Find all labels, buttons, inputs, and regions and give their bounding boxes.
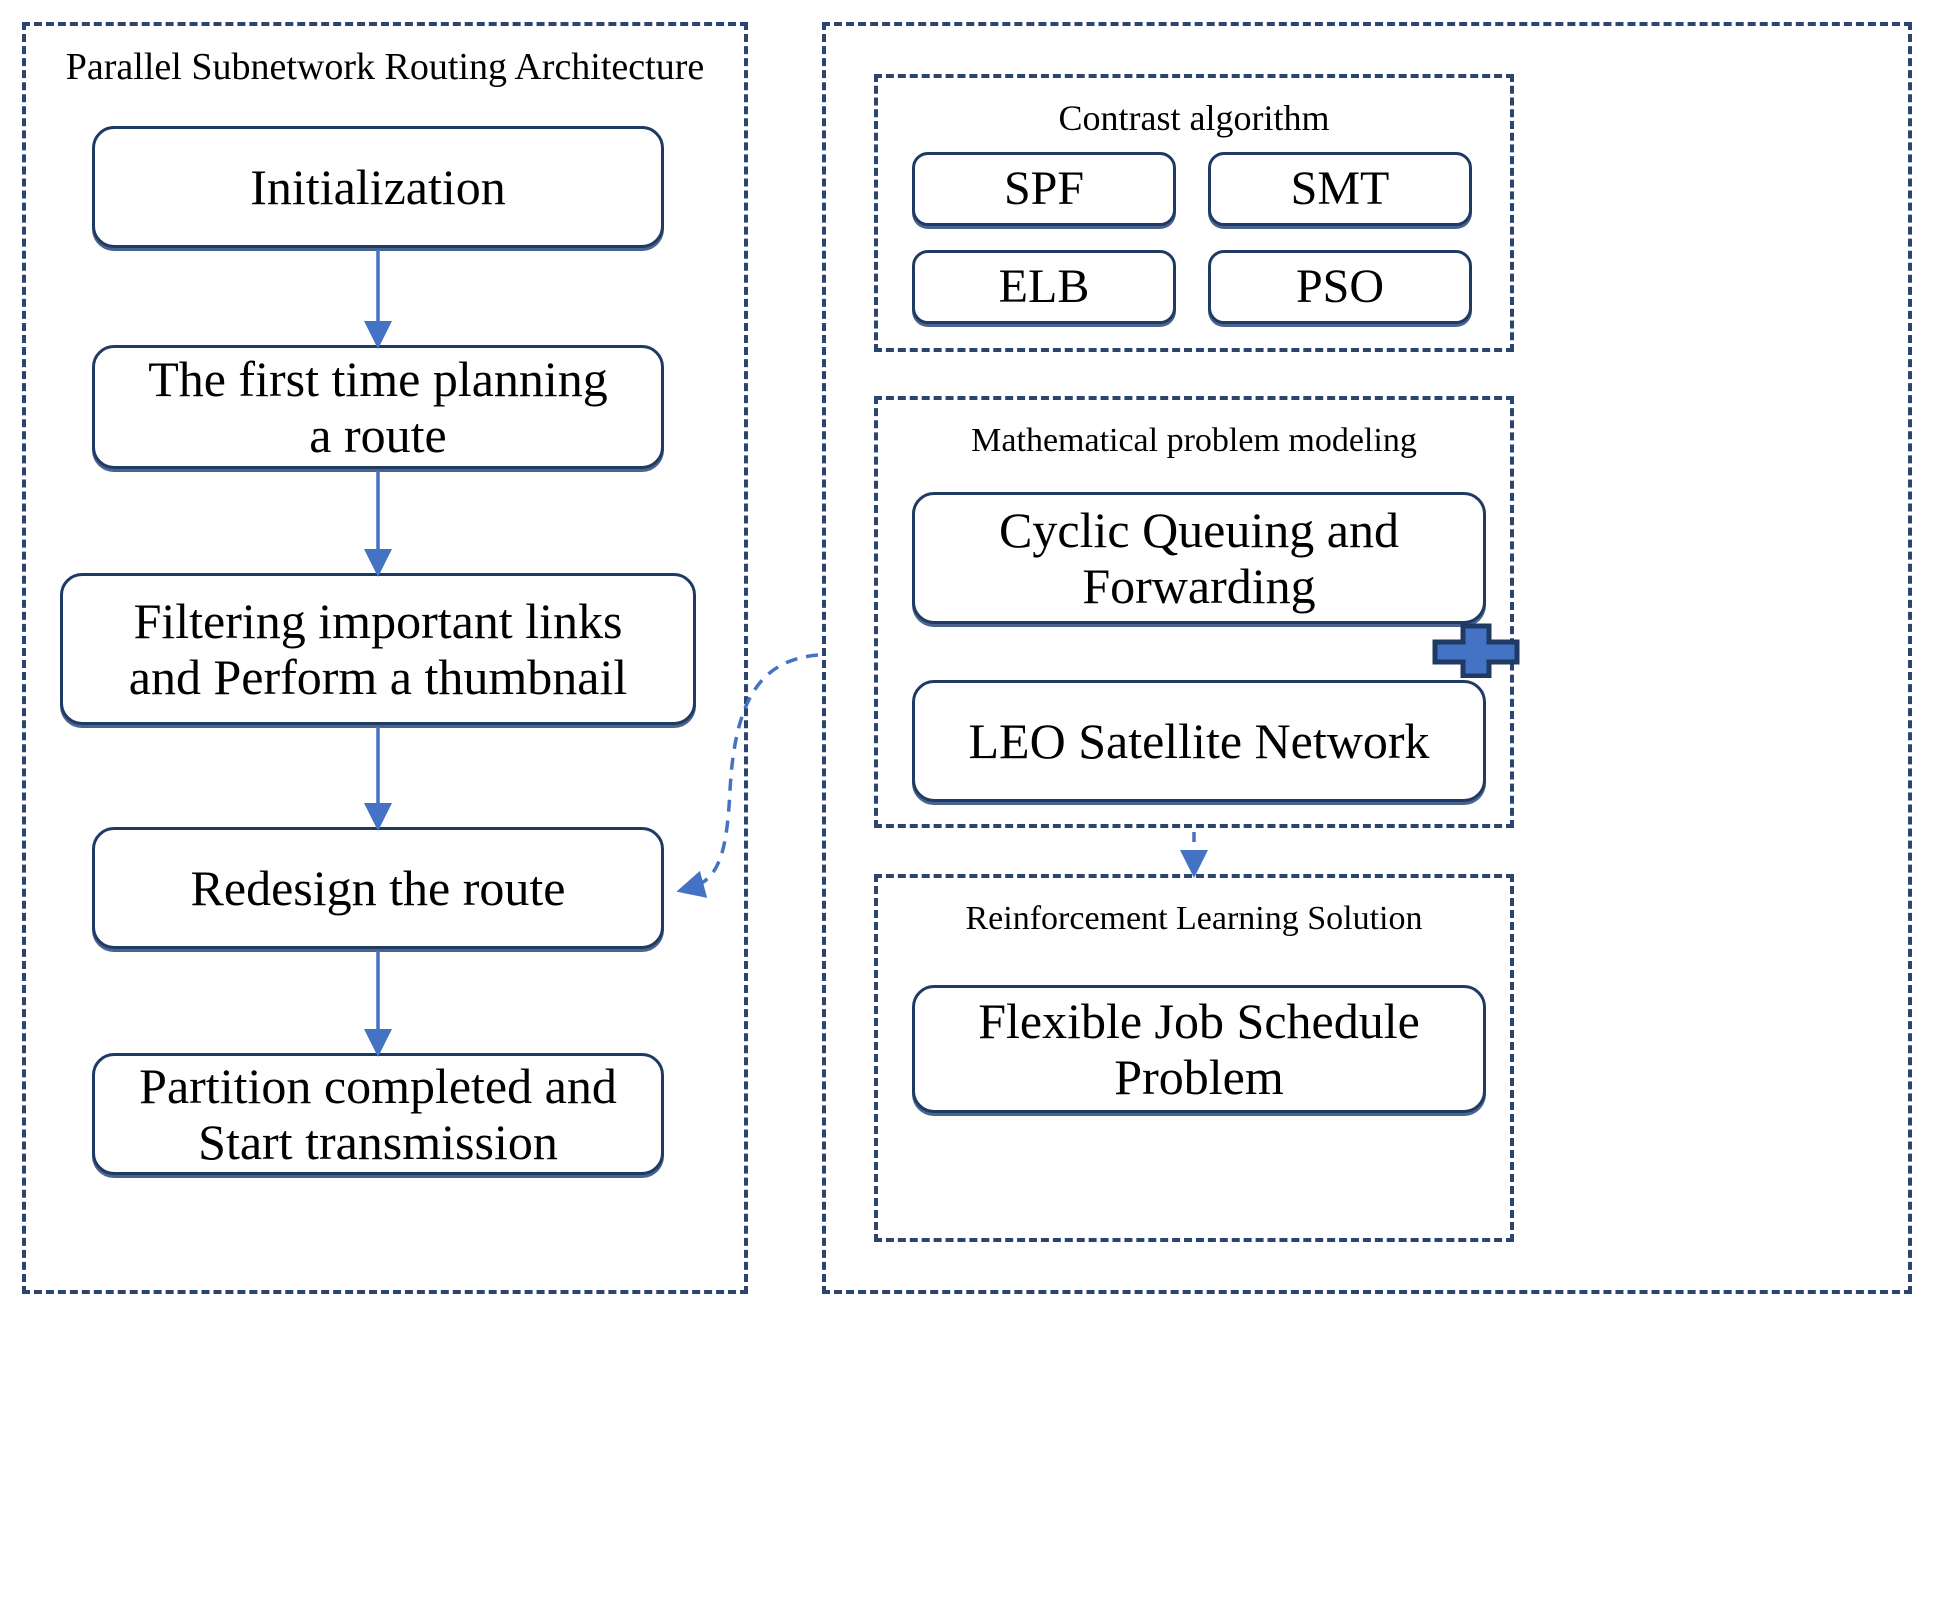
node-partition-completed[interactable]: Partition completed and Start transmissi… xyxy=(92,1053,664,1175)
node-elb[interactable]: ELB xyxy=(912,250,1176,324)
left-panel-title: Parallel Subnetwork Routing Architecture xyxy=(65,46,705,88)
node-elb-label: ELB xyxy=(998,260,1090,314)
node-initialization-label: Initialization xyxy=(250,159,506,215)
node-smt-label: SMT xyxy=(1290,162,1390,216)
node-redesign-route[interactable]: Redesign the route xyxy=(92,827,664,949)
node-first-time-planning-label: The first time planning a route xyxy=(148,351,608,463)
node-first-time-planning[interactable]: The first time planning a route xyxy=(92,345,664,469)
plus-icon xyxy=(1429,622,1523,679)
node-spf-label: SPF xyxy=(1003,162,1085,216)
node-leo-satellite-network[interactable]: LEO Satellite Network xyxy=(912,680,1486,802)
reinforcement-learning-title: Reinforcement Learning Solution xyxy=(965,900,1423,937)
node-filtering-links-label: Filtering important links and Perform a … xyxy=(128,593,628,705)
node-flexible-job-schedule-problem-label: Flexible Job Schedule Problem xyxy=(978,993,1420,1105)
node-smt[interactable]: SMT xyxy=(1208,152,1472,226)
node-initialization[interactable]: Initialization xyxy=(92,126,664,248)
node-filtering-links[interactable]: Filtering important links and Perform a … xyxy=(60,573,696,725)
node-partition-completed-label: Partition completed and Start transmissi… xyxy=(139,1058,617,1170)
node-redesign-route-label: Redesign the route xyxy=(190,860,566,916)
node-cyclic-queuing-forwarding[interactable]: Cyclic Queuing and Forwarding xyxy=(912,492,1486,624)
contrast-algorithm-panel xyxy=(874,74,1514,352)
node-leo-satellite-network-label: LEO Satellite Network xyxy=(968,713,1430,769)
mathematical-modeling-title: Mathematical problem modeling xyxy=(971,422,1417,459)
node-pso-label: PSO xyxy=(1295,260,1385,314)
right-panel-border xyxy=(822,22,1912,1294)
node-spf[interactable]: SPF xyxy=(912,152,1176,226)
node-cyclic-queuing-forwarding-label: Cyclic Queuing and Forwarding xyxy=(999,502,1399,614)
node-pso[interactable]: PSO xyxy=(1208,250,1472,324)
mathematical-modeling-panel xyxy=(874,396,1514,828)
contrast-algorithm-title: Contrast algorithm xyxy=(1058,98,1330,138)
node-flexible-job-schedule-problem[interactable]: Flexible Job Schedule Problem xyxy=(912,985,1486,1113)
